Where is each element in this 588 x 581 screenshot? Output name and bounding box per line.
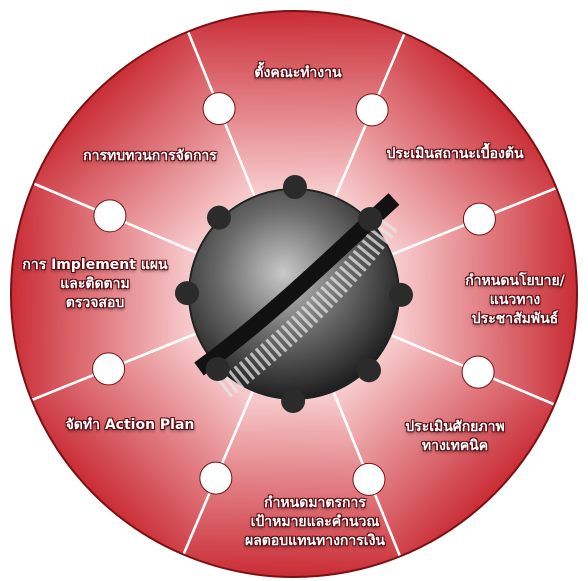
hub-scallop: [175, 281, 200, 306]
segment-label-technical-potential: ประเมินศักยภาพ ทางเทคนิค: [405, 419, 505, 454]
puzzle-knob: [202, 92, 236, 126]
puzzle-knob: [352, 462, 386, 496]
segment-label-policy: กำหนดนโยบาย/ แนวทาง ประชาสัมพันธ์: [465, 273, 565, 327]
segment-label-implement-monitor: การ Implement แผน และติดตาม ตรวจสอบ: [22, 257, 168, 311]
puzzle-knob: [93, 199, 127, 233]
hub-scallop: [358, 207, 383, 232]
hub-scallop: [281, 388, 306, 413]
hub-scallop: [207, 205, 232, 230]
hub-scallop: [388, 282, 413, 307]
segment-label-management-review: การทบทวนการจัดการ: [83, 148, 217, 164]
segment-label-measures-targets: กำหนดมาตรการ เป้าหมายและคำนวณ ผลตอบแทนทา…: [245, 495, 385, 549]
segment-label-action-plan: จัดทำ Action Plan: [65, 417, 195, 433]
outer-rim: [10, 10, 578, 578]
hub-scallop: [282, 175, 307, 200]
puzzle-knob: [462, 202, 496, 236]
segment-label-setup-team: ตั้งคณะทำงาน: [254, 65, 342, 81]
hub-scallop: [205, 356, 230, 381]
puzzle-knob: [461, 355, 495, 389]
puzzle-knob: [199, 461, 233, 495]
center-photo: [175, 175, 413, 413]
puzzle-knob: [92, 352, 126, 386]
segment-label-initial-assessment: ประเมินสถานะเบื้องต้น: [386, 146, 524, 162]
hub-scallop: [356, 358, 381, 383]
puzzle-knob: [355, 93, 389, 127]
